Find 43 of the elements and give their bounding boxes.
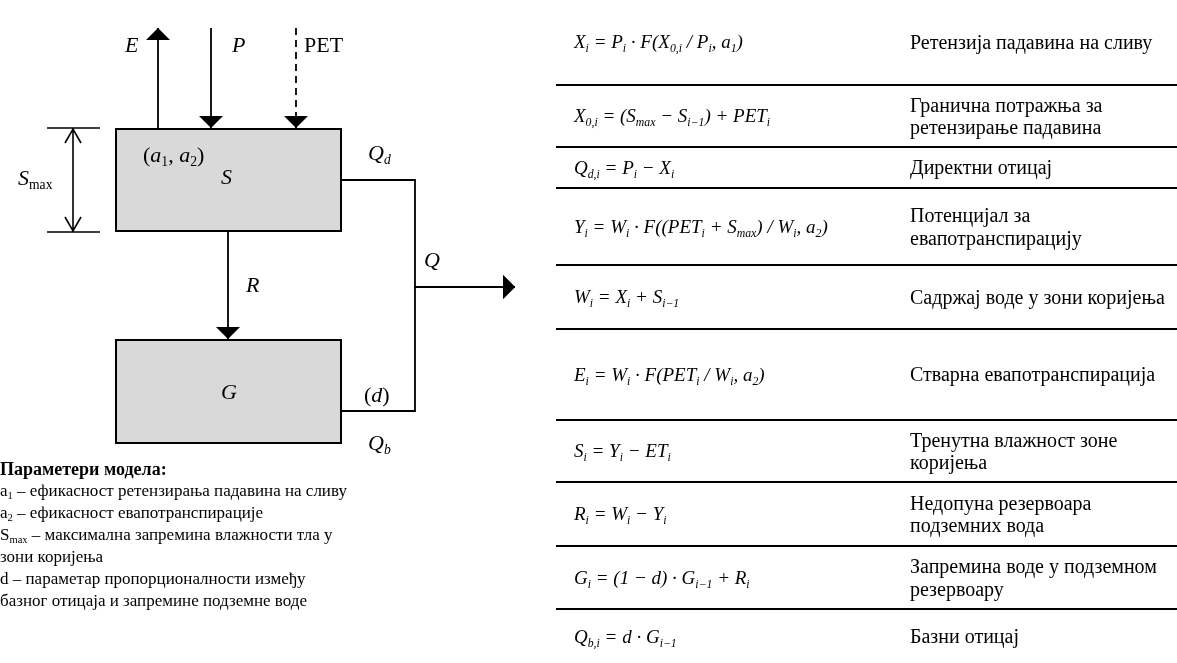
formula: X$_{0,i}$ = (S$_{max}$ − S$_{i−1}$) + PET$_{i}$ [572, 105, 772, 127]
formula: Q$_{d,i}$ = P$_{i}$ − X$_{i}$ [573, 156, 676, 179]
diagram-label: Q [424, 249, 440, 271]
formula-description: Стварна евапотранспирација [910, 363, 1157, 386]
node-label: G [221, 381, 237, 403]
formula: Q$_{b,i}$ = d · G$_{i−1}$ [573, 625, 678, 648]
flow-arrow [216, 231, 240, 340]
formula-description: Ретензија падавина на сливу [910, 30, 1154, 54]
node-label: (a$_{1}$, a$_{2}$) [143, 144, 205, 166]
flow-arrow [341, 275, 516, 412]
edge-label: E [125, 34, 139, 56]
edge-label: PET [304, 34, 344, 56]
formula: Y$_{i}$ = W$_{i}$ · F((PET$_{i}$ + S$_{max}$) / W$_{i}$, a$_{2}$) [573, 215, 829, 238]
formula: E$_{i}$ = W$_{i}$ · F(PET$_{i}$ / W$_{i}$, a$_{2}$) [573, 363, 766, 386]
parameter-description: a$_{2}$ – ефикасност евапотранспирације [0, 502, 265, 524]
diagram-label: (d) [364, 384, 390, 406]
formula-description: Садржај воде у зони коријења [910, 285, 1166, 309]
diagram-label: S$_{max}$ [18, 167, 53, 189]
formula-description: Потенцијал за евапотранспирацију [910, 204, 1083, 249]
formula-description: Недопуна резервоара подземних вода [910, 491, 1093, 537]
formula: S$_{i}$ = Y$_{i}$ − ET$_{i}$ [573, 440, 672, 462]
parameters-heading: Параметери модела: [0, 458, 168, 480]
parameter-description: a$_{1}$ – ефикасност ретензирања падавина на сливу [0, 480, 348, 502]
flow-arrow [284, 27, 308, 129]
edge-label: Q$_{d}$ [368, 142, 391, 164]
formula-description: Гранична потражња за ретензирање падавина [910, 93, 1104, 139]
edge-label: P [232, 34, 246, 56]
edge-label: Q$_{b}$ [368, 432, 391, 454]
formula: R$_{i}$ = W$_{i}$ − Y$_{i}$ [573, 503, 668, 525]
node-label: S [221, 166, 232, 188]
flow-arrow [146, 27, 170, 129]
formula: W$_{i}$ = X$_{i}$ + S$_{i−1}$ [573, 286, 681, 308]
edge-label: R [246, 274, 260, 296]
formula: X$_{i}$ = P$_{i}$ · F(X$_{0,i}$ / P$_{i}$, a$_{1}$) [572, 31, 744, 53]
formula-description: Запремина воде у подземном резервоару [910, 555, 1158, 600]
parameter-description: d – параметар пропорционалности између базног отицаја и запремине подземне воде [0, 568, 308, 612]
formula-description: Базни отицај [910, 625, 1020, 648]
formula-description: Директни отицај [910, 156, 1054, 179]
formula: G$_{i}$ = (1 − d) · G$_{i−1}$ + R$_{i}$ [573, 566, 751, 589]
storage-box [115, 339, 342, 444]
flow-arrow [199, 27, 223, 129]
storage-box [115, 128, 342, 232]
formula-description: Тренутна влажност зоне коријења [910, 428, 1119, 474]
